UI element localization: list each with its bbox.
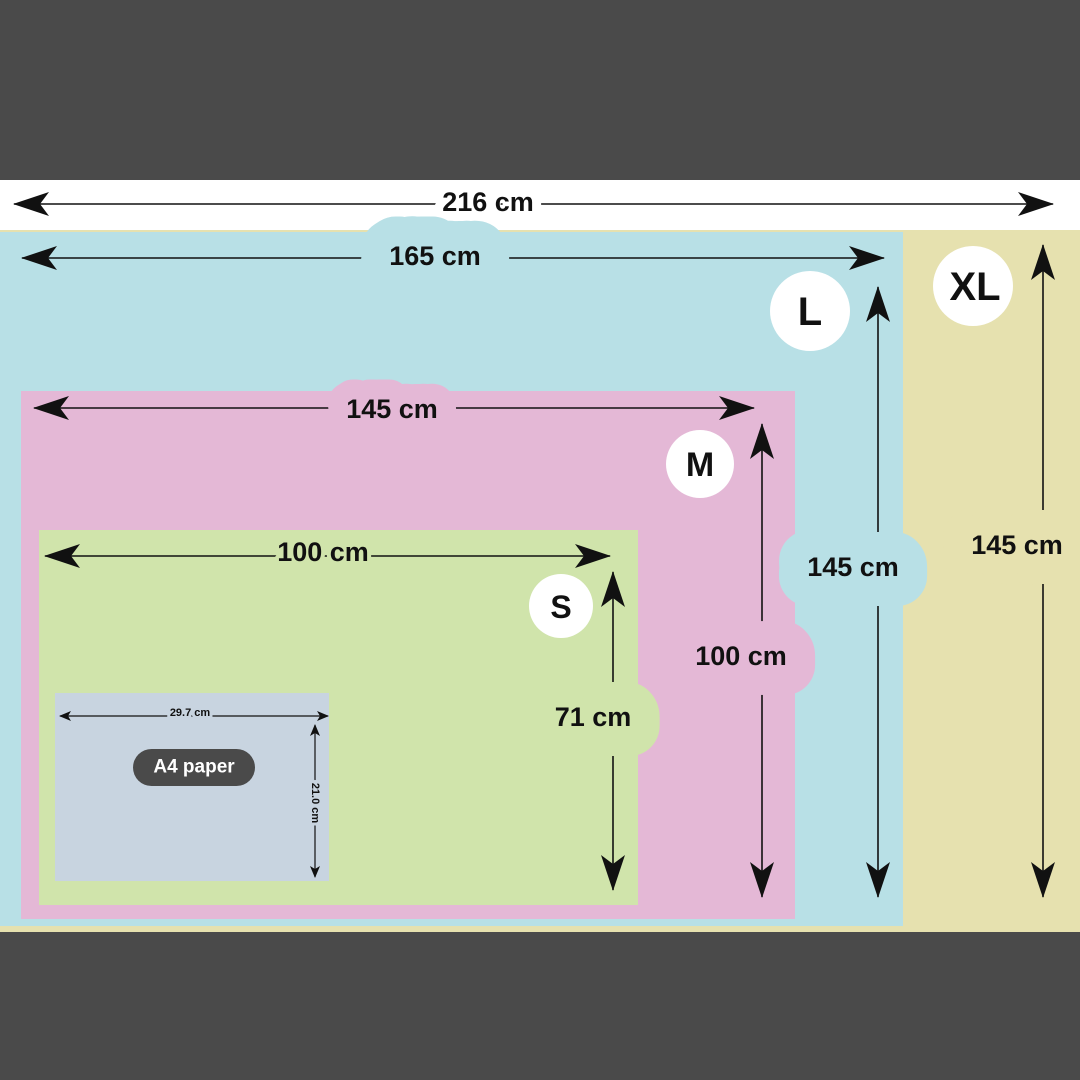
- s-height-label: 71 cm: [555, 702, 632, 732]
- a4-width-label: 29.7 cm: [170, 707, 211, 719]
- l-width-label: 165 cm: [389, 241, 481, 271]
- m-height-label: 100 cm: [695, 641, 787, 671]
- xl-badge: [933, 246, 1013, 326]
- xl-width-label: 216 cm: [442, 187, 534, 217]
- s-badge: [529, 574, 593, 638]
- xl-width-band: [0, 180, 1080, 230]
- a4-height-label: 21.0 cm: [309, 783, 321, 824]
- xl-height-label: 145 cm: [971, 530, 1063, 560]
- l-height-label: 145 cm: [807, 552, 899, 582]
- m-badge: [666, 430, 734, 498]
- m-width-label: 145 cm: [346, 394, 438, 424]
- s-badge-label: S: [550, 589, 571, 625]
- a4-badge-label: A4 paper: [153, 757, 235, 778]
- m-badge-label: M: [686, 446, 714, 484]
- a4-area: [55, 693, 329, 881]
- xl-badge-label: XL: [949, 265, 1000, 309]
- a4-badge: [133, 749, 255, 786]
- l-badge: [770, 271, 850, 351]
- s-width-label: 100 cm: [277, 537, 369, 567]
- l-badge-label: L: [798, 290, 822, 334]
